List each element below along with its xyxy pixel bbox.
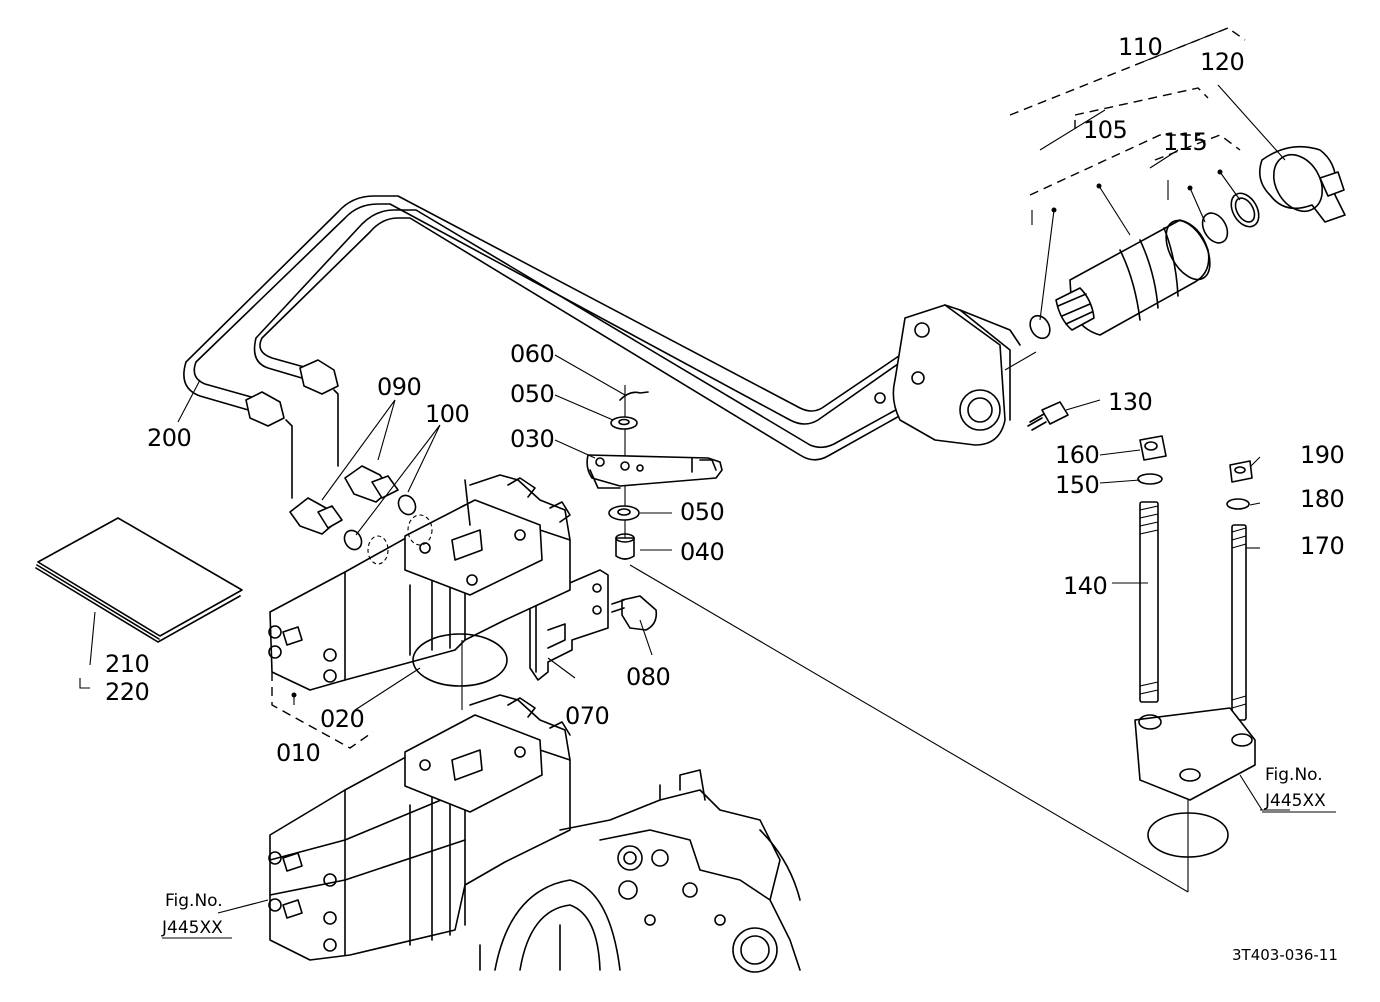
label-130: 130: [1108, 388, 1152, 416]
label-105: 105: [1083, 116, 1127, 144]
stud-170: [1231, 524, 1247, 721]
pipe-nut-left: [245, 391, 285, 427]
label-050b: 050: [680, 498, 724, 526]
stud-140: [1139, 501, 1159, 703]
washer-150: [1137, 473, 1163, 485]
o-ring-100-b: [397, 494, 417, 516]
figure-reference-right: Fig.No. J445XX: [1264, 765, 1326, 811]
bolt-130: [1027, 401, 1069, 431]
o-ring-100-a: [343, 529, 363, 551]
manual-booklet: [35, 517, 243, 643]
label-040: 040: [680, 538, 724, 566]
part-labels: 110 120 105 115 130 160 150 140 190 180 …: [105, 33, 1345, 767]
fig-ref-right-line2: J445XX: [1264, 791, 1326, 811]
label-020: 020: [320, 705, 364, 733]
label-180: 180: [1300, 485, 1344, 513]
label-190: 190: [1300, 441, 1344, 469]
fig-ref-right-line1: Fig.No.: [1265, 765, 1323, 785]
label-100: 100: [425, 400, 469, 428]
label-160: 160: [1055, 441, 1099, 469]
transmission-case: [479, 769, 801, 973]
cover-plate: [1134, 707, 1256, 892]
nut-160: [1139, 435, 1167, 461]
figure-reference-left: Fig.No. J445XX: [161, 891, 223, 938]
pipe-nut-right: [299, 359, 339, 395]
nut-190: [1229, 460, 1253, 483]
pipe-flange: [874, 304, 1037, 446]
plug-080: [611, 595, 658, 631]
label-070: 070: [565, 702, 609, 730]
drawing-code: 3T403-036-11: [1232, 946, 1338, 964]
fitting-090-b: [344, 465, 399, 503]
link-assembly: [586, 385, 723, 560]
label-140: 140: [1063, 572, 1107, 600]
fig-ref-left-line2: J445XX: [161, 918, 223, 938]
o-ring-020: [412, 633, 508, 687]
label-060: 060: [510, 340, 554, 368]
leader-lines: [79, 27, 1336, 939]
fitting-090-a: [289, 497, 343, 535]
label-120: 120: [1200, 48, 1244, 76]
label-030: 030: [510, 425, 554, 453]
control-valve-upper: [268, 474, 571, 691]
label-110: 110: [1118, 33, 1162, 61]
label-210: 210: [105, 650, 149, 678]
label-170: 170: [1300, 532, 1344, 560]
filter-clamp: [1259, 145, 1346, 223]
label-150: 150: [1055, 471, 1099, 499]
label-200: 200: [147, 424, 191, 452]
label-050a: 050: [510, 380, 554, 408]
hydraulic-pipes: [183, 195, 991, 499]
label-010: 010: [276, 739, 320, 767]
label-090: 090: [377, 373, 421, 401]
label-115: 115: [1163, 128, 1207, 156]
control-valve-lower: [268, 694, 571, 961]
fig-ref-left-line1: Fig.No.: [165, 891, 223, 911]
washer-180: [1226, 498, 1250, 510]
filter-cartridge: [1029, 192, 1260, 340]
label-080: 080: [626, 663, 670, 691]
label-220: 220: [105, 678, 149, 706]
